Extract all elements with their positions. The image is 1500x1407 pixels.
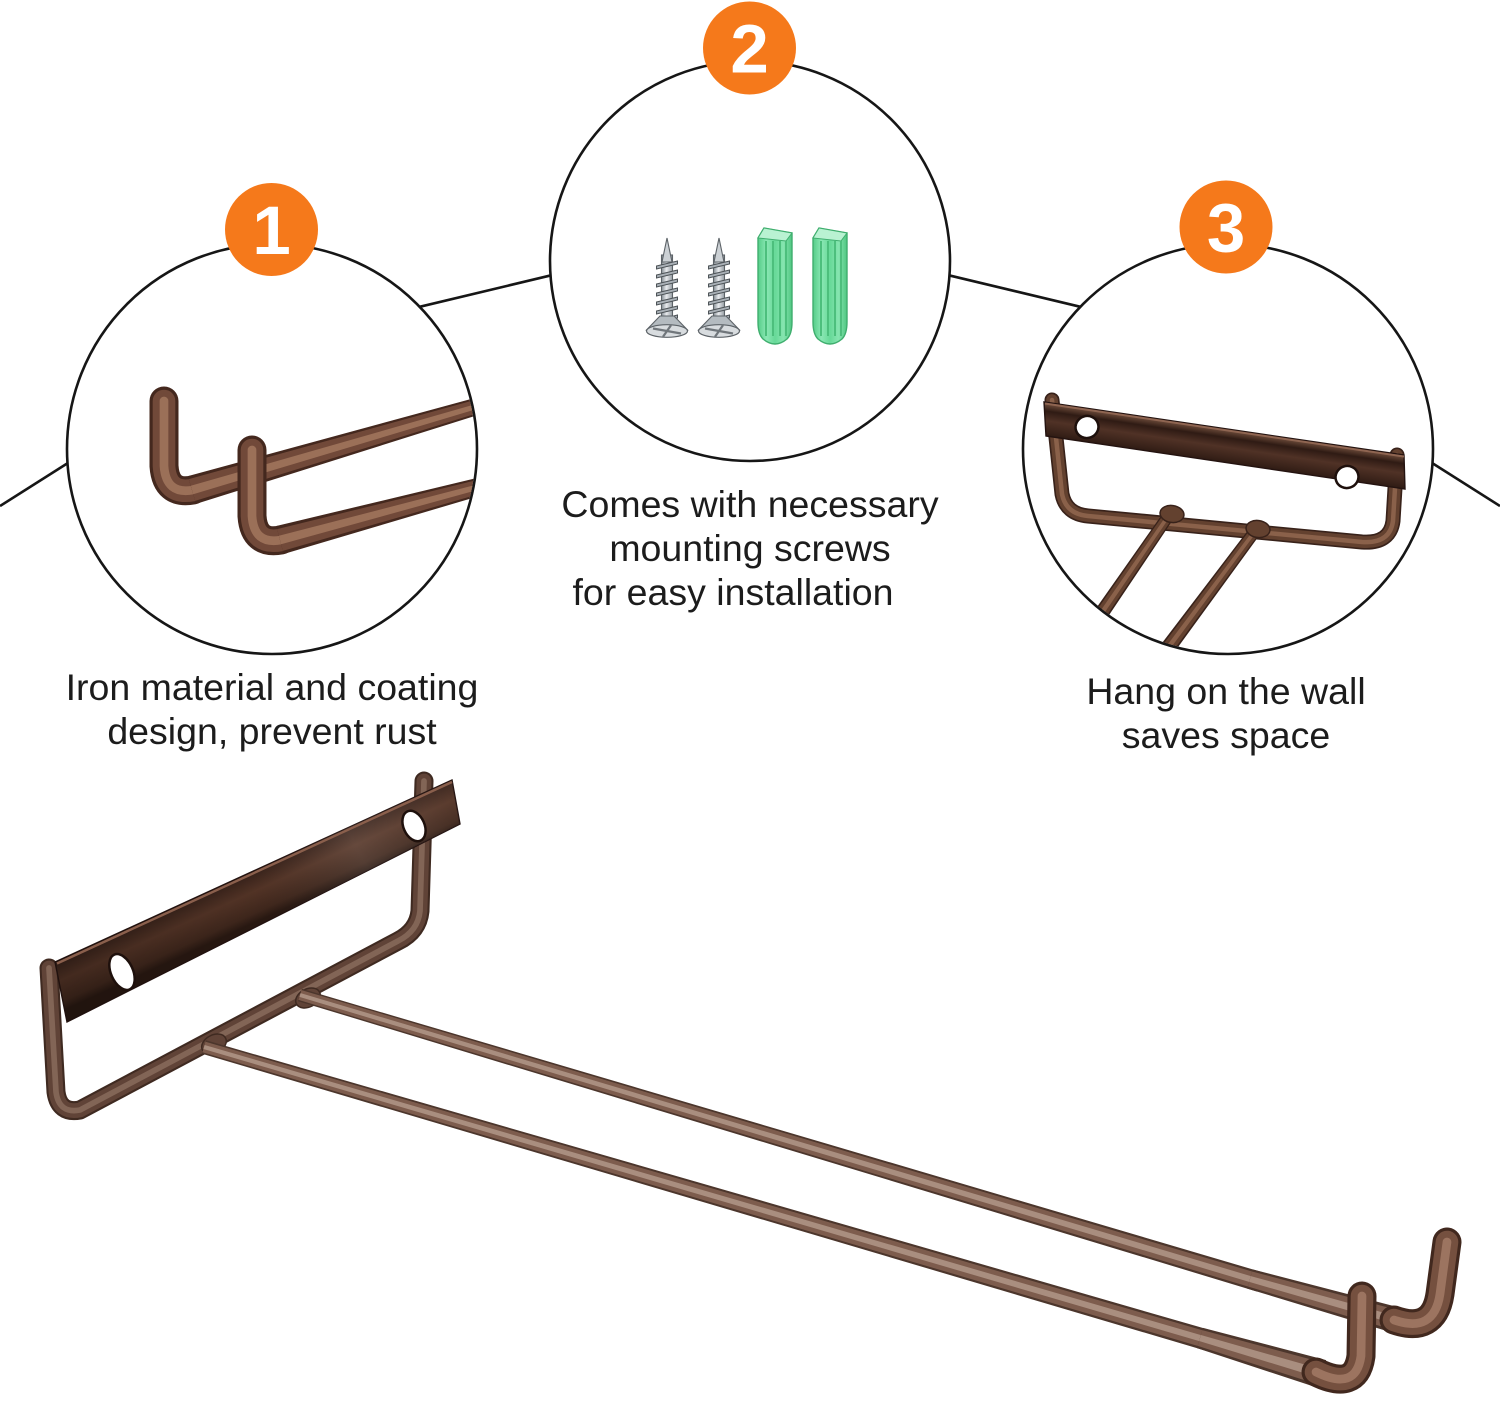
svg-text:1: 1 [252,192,290,269]
svg-text:mounting screws: mounting screws [609,527,890,569]
svg-text:Comes with necessary: Comes with necessary [561,483,938,525]
svg-text:design, prevent rust: design, prevent rust [107,710,437,752]
svg-text:saves space: saves space [1122,714,1330,756]
svg-text:Hang on the wall: Hang on the wall [1086,670,1365,712]
svg-text:3: 3 [1207,190,1245,267]
svg-text:2: 2 [730,11,768,88]
svg-text:for easy installation: for easy installation [572,571,893,613]
svg-text:Iron material and coating: Iron material and coating [66,666,479,708]
